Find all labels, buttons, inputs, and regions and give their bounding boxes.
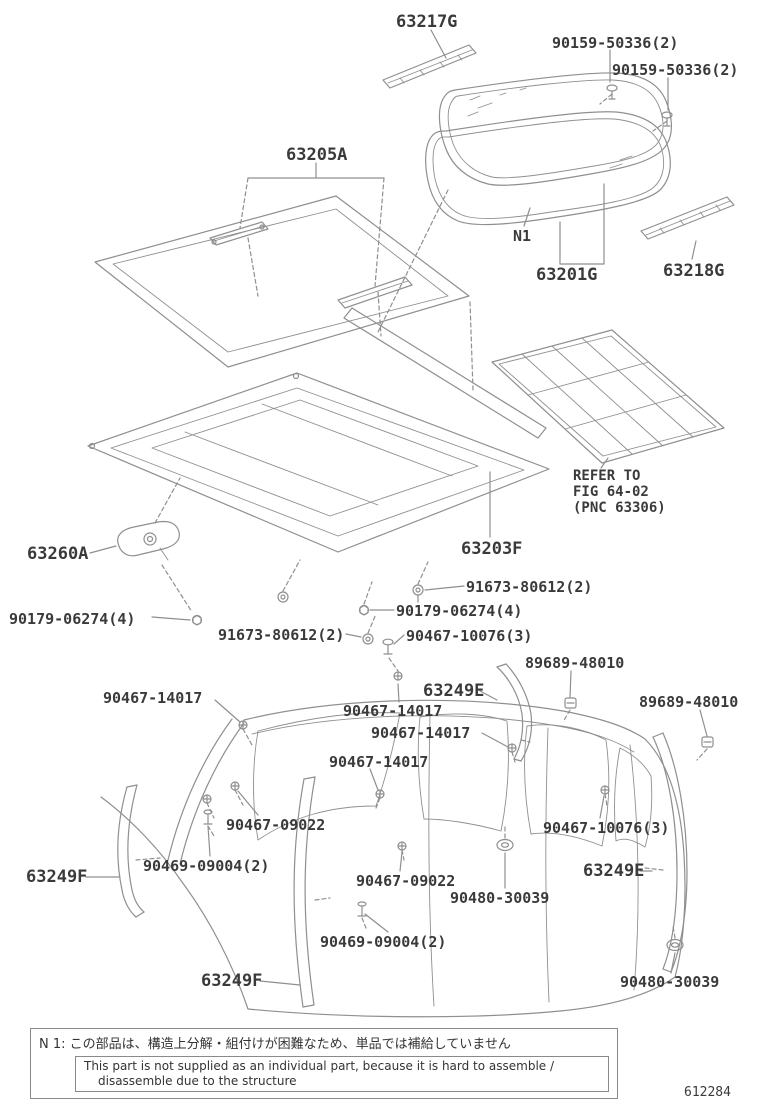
label-63205A: 63205A [286, 145, 348, 165]
screw-icon [507, 743, 517, 753]
label-90467-14017-2: 90467-14017 [343, 702, 443, 720]
label-90467-14017-4: 90467-14017 [329, 753, 429, 771]
screw-icons-car [202, 671, 714, 952]
screw-icon [230, 781, 240, 791]
document-number: 612284 [684, 1085, 731, 1100]
label-63217G: 63217G [396, 12, 458, 32]
molding-clip-icon [564, 697, 577, 709]
stud-clip-icon [357, 901, 367, 917]
label-90467-14017-3: 90467-14017 [371, 724, 471, 742]
label-90179-06274-1: 90179-06274(4) [9, 610, 136, 628]
footnote-japanese: N 1: この部品は、構造上分解・組付けが困難なため、単品では補給していません [39, 1037, 511, 1052]
label-91673-80612-2: 91673-80612(2) [218, 626, 345, 644]
grommet-icon [496, 838, 514, 852]
label-63249F-1: 63249F [26, 867, 88, 887]
screw-icon [375, 789, 385, 799]
label-63203F: 63203F [461, 539, 523, 559]
screw-icon [393, 671, 403, 681]
label-90159-50336-1: 90159-50336(2) [552, 34, 679, 52]
molding-63249F-left [117, 784, 145, 918]
footnote-english-line2: disassemble due to the structure [98, 1074, 297, 1088]
molding-63249E-right [652, 732, 688, 973]
label-91673-80612-1: 91673-80612(2) [466, 578, 593, 596]
label-63201G: 63201G [536, 265, 598, 285]
leader-lines [85, 29, 708, 986]
screw-icon [202, 794, 212, 804]
mechanism-63203F [87, 307, 550, 553]
label-90159-50336-2: 90159-50336(2) [612, 61, 739, 79]
label-89689-48010-2: 89689-48010 [639, 693, 739, 711]
footnote-english-line1: This part is not supplied as an individu… [84, 1059, 555, 1073]
motor-63260A [117, 520, 180, 561]
footnote-english-box: This part is not supplied as an individu… [75, 1056, 609, 1092]
label-63218G: 63218G [663, 261, 725, 281]
refer-note-line1: REFER TO [573, 468, 641, 484]
screw-icon [238, 720, 248, 730]
frame-63205A [94, 195, 470, 368]
molding-63249F-center [293, 776, 316, 1008]
glass-panel [438, 72, 672, 186]
screw-icon [600, 785, 610, 795]
sunshade-panel [491, 329, 725, 464]
label-90469-09004-1: 90469-09004(2) [143, 857, 270, 875]
label-N1-marker: N1 [513, 227, 532, 245]
weatherstrip-seal [425, 111, 671, 226]
refer-note: REFER TO FIG 64-02 (PNC 63306) [573, 468, 666, 516]
screw-icon [397, 841, 407, 851]
label-90467-10076-2: 90467-10076(3) [543, 819, 670, 837]
refer-note-line2: FIG 64-02 [573, 484, 649, 500]
label-90467-09022-2: 90467-09022 [356, 872, 456, 890]
fastener-icons [191, 584, 424, 655]
label-90467-14017-1: 90467-14017 [103, 689, 203, 707]
rail-63218G [640, 196, 735, 240]
label-63260A: 63260A [27, 544, 89, 564]
grommet-icon [666, 938, 684, 952]
molding-63249E-top [496, 663, 533, 762]
label-63249F-2: 63249F [201, 971, 263, 991]
label-63249E-2: 63249E [583, 861, 645, 881]
clip-90159-icons [606, 84, 673, 127]
label-89689-48010-1: 89689-48010 [525, 654, 625, 672]
label-90179-06274-2: 90179-06274(4) [396, 602, 523, 620]
label-90467-09022-1: 90467-09022 [226, 816, 326, 834]
footnote-box: N 1: この部品は、構造上分解・組付けが困難なため、単品では補給していません … [30, 1028, 618, 1099]
stud-clip-icon [203, 809, 213, 825]
label-90467-10076-1: 90467-10076(3) [406, 627, 533, 645]
label-90480-30039-2: 90480-30039 [620, 973, 720, 991]
rail-63217G [382, 44, 477, 89]
label-90469-09004-2: 90469-09004(2) [320, 933, 447, 951]
refer-note-line3: (PNC 63306) [573, 500, 666, 516]
label-63249E-1: 63249E [423, 681, 485, 701]
molding-clip-icon [701, 736, 714, 748]
label-90480-30039-1: 90480-30039 [450, 889, 550, 907]
dashed-lines [135, 93, 708, 939]
